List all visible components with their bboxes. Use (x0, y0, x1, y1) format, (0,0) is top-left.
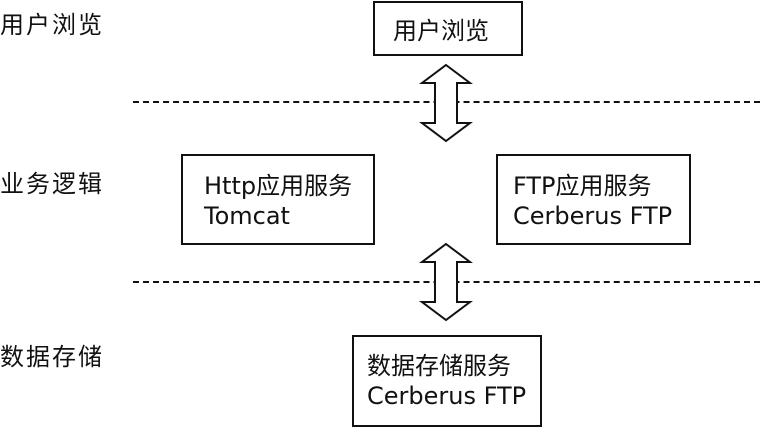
http-service-title: Http应用服务 (204, 172, 353, 200)
user-browse-box: 用户浏览 (373, 1, 523, 56)
ftp-service-box: FTP应用服务 Cerberus FTP (496, 154, 691, 245)
layer-label-storage: 数据存储 (0, 343, 104, 371)
ftp-service-subtitle: Cerberus FTP (513, 202, 673, 230)
http-service-subtitle: Tomcat (204, 202, 290, 230)
storage-service-subtitle: Cerberus FTP (367, 382, 527, 410)
user-browse-title: 用户浏览 (393, 17, 489, 45)
ftp-service-title: FTP应用服务 (513, 172, 652, 200)
double-arrow-icon (419, 63, 473, 143)
double-arrow-icon (419, 242, 473, 322)
layer-label-presentation: 用户浏览 (0, 11, 104, 39)
http-service-box: Http应用服务 Tomcat (181, 154, 375, 245)
layer-label-business: 业务逻辑 (0, 170, 104, 198)
storage-service-box: 数据存储服务 Cerberus FTP (352, 335, 542, 427)
storage-service-title: 数据存储服务 (367, 352, 511, 380)
